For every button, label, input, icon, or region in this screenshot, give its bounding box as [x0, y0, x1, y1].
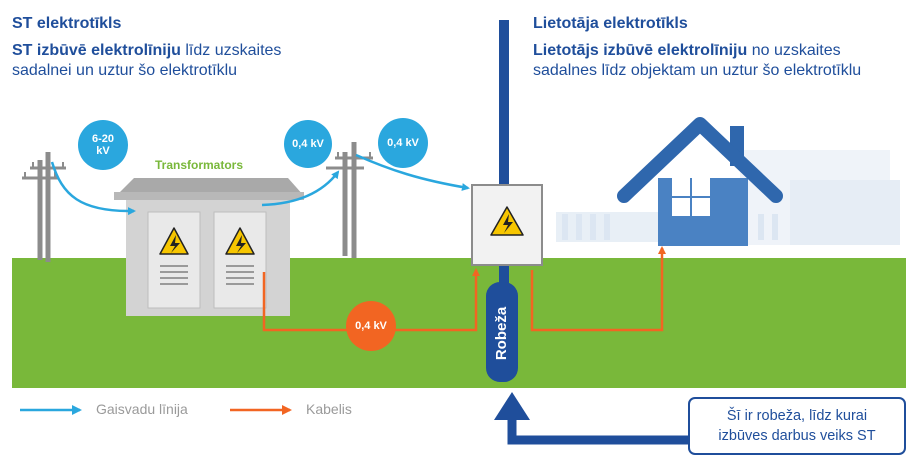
utility-pole-icon	[326, 152, 364, 256]
right-description: Lietotājs izbūvē elektrolīniju no uzskai…	[533, 41, 861, 81]
boundary-label: Robeža	[493, 306, 511, 360]
boundary-label-wrap: Robeža	[487, 285, 517, 381]
utility-pole-icon	[22, 160, 58, 260]
left-description-bold: ST izbūvē elektrolīniju	[12, 42, 181, 59]
left-description-line2: sadalnei un uztur šo elektrotīklu	[12, 62, 238, 79]
cable-segment	[530, 246, 666, 332]
overhead-lines	[50, 153, 470, 216]
boundary-badge	[486, 282, 518, 382]
right-description-bold: Lietotājs izbūvē elektrolīniju	[533, 42, 748, 59]
callout-line2: izbūves darbus veiks ST	[718, 428, 876, 444]
overhead-line-segment	[50, 161, 136, 216]
voltage-badge-lv2: 0,4 kV	[378, 118, 428, 168]
high-voltage-icon	[225, 227, 255, 255]
voltage-badge-lv1: 0,4 kV	[284, 120, 332, 168]
left-description: ST izbūvē elektrolīniju līdz uzskaites s…	[12, 41, 281, 81]
high-voltage-icon	[159, 227, 189, 255]
left-title: ST elektrotīkls	[12, 15, 122, 32]
house-icon	[617, 117, 783, 246]
overhead-line-segment	[261, 170, 340, 207]
left-description-rest: līdz uzskaites	[180, 42, 282, 59]
transformer-icon	[114, 178, 304, 316]
meter-box-icon	[471, 184, 543, 266]
legend-cable-label: Kabelis	[306, 401, 352, 417]
overhead-line-segment	[355, 153, 470, 191]
legend-overhead-label: Gaisvadu līnija	[96, 401, 188, 417]
right-description-rest: no uzskaites	[747, 42, 841, 59]
utility-pole-icon	[30, 152, 66, 262]
callout-line1: Šī ir robeža, līdz kurai	[726, 408, 868, 424]
right-title: Lietotāja elektrotīkls	[533, 15, 688, 32]
utility-pole-icon	[335, 142, 373, 258]
voltage-badge-cable: 0,4 kV	[346, 301, 396, 351]
transformer-label: Transformators	[155, 158, 244, 172]
right-description-line2: sadalnes līdz objektam un uztur šo elekt…	[533, 62, 862, 79]
boundary-callout: Šī ir robeža, līdz kurai izbūves darbus …	[688, 397, 906, 455]
